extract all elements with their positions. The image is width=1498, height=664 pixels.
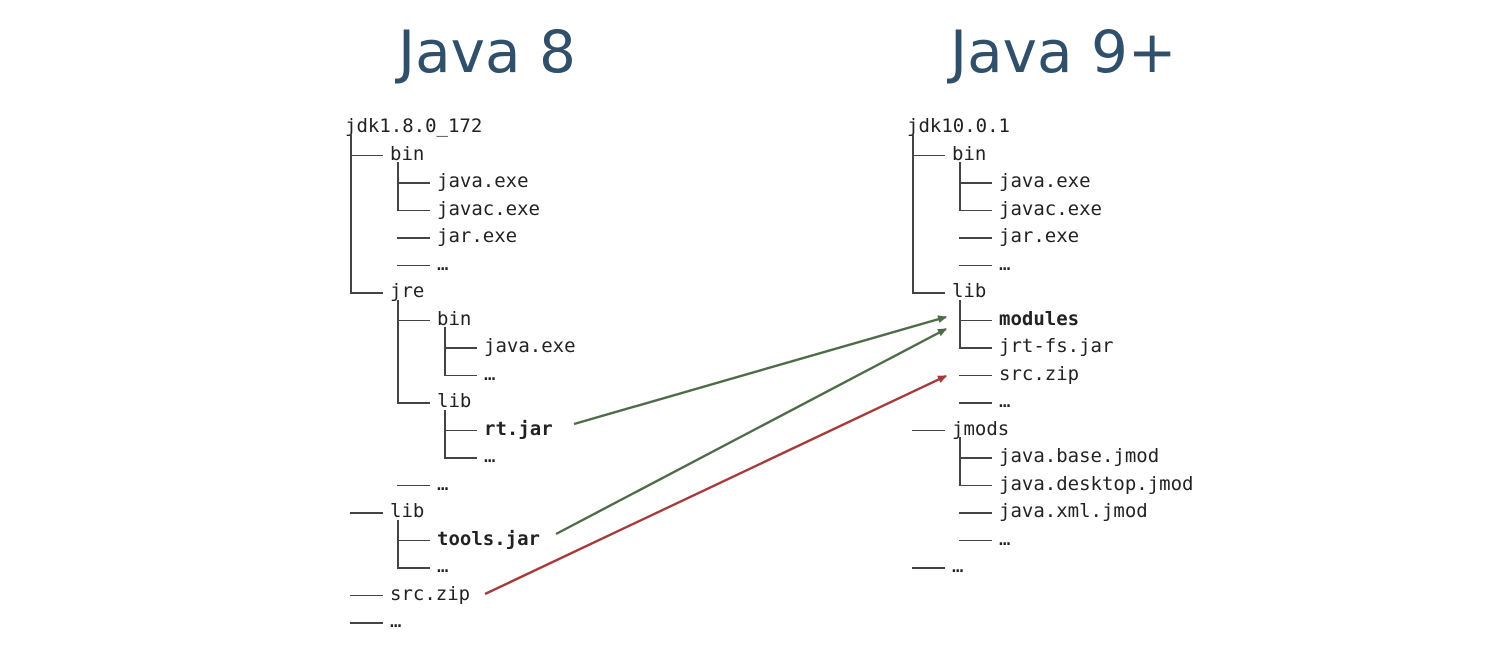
tree-trunk: [959, 162, 961, 211]
tree-branch: [444, 429, 477, 432]
tree-item-javac-exe: javac.exe: [437, 197, 540, 220]
tree-item-jmods: jmods: [952, 417, 1010, 440]
tree-branch: [397, 237, 430, 239]
tree-branch: [444, 374, 477, 377]
tree-item-rt-jar: rt.jar: [484, 417, 553, 440]
arrow-src-zip-to-src-zip: [484, 374, 947, 596]
tree-branch: [444, 347, 477, 349]
tree-item-java-base-jmod: java.base.jmod: [999, 445, 1160, 467]
java-9-heading: Java 9+: [950, 18, 1177, 86]
tree-item-javac-exe: javac.exe: [999, 197, 1102, 220]
tree-branch: [912, 292, 945, 294]
tree-branch: [397, 567, 430, 569]
tree-item-ellipsis: …: [999, 527, 1011, 550]
tree-branch: [350, 512, 383, 514]
tree-branch: [959, 374, 992, 377]
tree-item-ellipsis: …: [484, 362, 496, 385]
tree-item-ellipsis: …: [484, 445, 496, 467]
arrow-tools-jar-to-modules: [555, 327, 947, 536]
arrow-rt-jar-to-modules: [573, 315, 947, 426]
tree-item-bin: bin: [952, 142, 987, 165]
tree-branch: [350, 154, 383, 157]
tree-trunk: [397, 519, 399, 568]
tree-item-ellipsis: …: [437, 472, 449, 495]
tree-item-java-desktop-jmod: java.desktop.jmod: [999, 472, 1194, 495]
tree-trunk: [397, 162, 399, 211]
tree-item-modules: modules: [999, 307, 1080, 330]
tree-item-lib: lib: [952, 280, 987, 302]
tree-branch: [397, 209, 430, 212]
tree-item-java-xml-jmod: java.xml.jmod: [999, 500, 1148, 522]
tree-item-lib: lib: [437, 390, 472, 412]
tree-branch: [912, 567, 945, 569]
tree-item-jre: jre: [390, 280, 425, 302]
tree-branch: [959, 347, 992, 349]
tree-branch: [350, 292, 383, 294]
tree-branch: [397, 182, 430, 184]
tree-branch: [350, 622, 383, 624]
tree-trunk: [959, 299, 961, 348]
tree-branch: [959, 182, 992, 184]
tree-branch: [959, 237, 992, 239]
tree-trunk: [444, 409, 446, 458]
tree-item-java-exe: java.exe: [437, 170, 529, 192]
tree-branch: [397, 484, 430, 487]
tree-item-ellipsis: …: [952, 555, 964, 577]
tree-trunk: [959, 437, 961, 486]
tree-item-ellipsis: …: [999, 252, 1011, 275]
tree-item-java-exe: java.exe: [484, 335, 576, 357]
tree-branch: [959, 512, 992, 514]
tree-branch: [959, 539, 992, 542]
tree-branch: [397, 402, 430, 404]
tree-item-jrt-fs-jar: jrt-fs.jar: [999, 335, 1114, 357]
tree-item-bin: bin: [437, 307, 472, 330]
tree-item-ellipsis: …: [999, 390, 1011, 412]
java-8-heading: Java 8: [398, 18, 576, 86]
tree-branch: [959, 457, 992, 459]
tree-branch: [959, 264, 992, 267]
tree-item-ellipsis: …: [437, 555, 449, 577]
tree-item-jar-exe: jar.exe: [437, 225, 518, 247]
tree-root-label: jdk10.0.1: [907, 115, 1010, 137]
tree-trunk: [397, 299, 399, 403]
tree-branch: [959, 484, 992, 487]
tree-branch: [912, 154, 945, 157]
tree-item-jar-exe: jar.exe: [999, 225, 1080, 247]
tree-item-lib: lib: [390, 500, 425, 522]
tree-branch: [350, 594, 383, 597]
tree-branch: [912, 429, 945, 432]
tree-branch: [397, 539, 430, 542]
tree-item-java-exe: java.exe: [999, 170, 1091, 192]
tree-trunk: [912, 134, 914, 293]
tree-trunk: [444, 327, 446, 376]
tree-branch: [397, 264, 430, 267]
tree-branch: [959, 209, 992, 212]
tree-item-bin: bin: [390, 142, 425, 165]
tree-branch: [959, 402, 992, 404]
tree-branch: [959, 319, 992, 322]
tree-item-src-zip: src.zip: [390, 582, 471, 605]
tree-root-label: jdk1.8.0_172: [345, 115, 483, 137]
tree-trunk: [350, 134, 352, 293]
tree-item-tools-jar: tools.jar: [437, 527, 540, 550]
tree-branch: [444, 457, 477, 459]
tree-item-ellipsis: …: [437, 252, 449, 275]
tree-branch: [397, 319, 430, 322]
tree-item-ellipsis: …: [390, 610, 402, 632]
tree-item-src-zip: src.zip: [999, 362, 1080, 385]
